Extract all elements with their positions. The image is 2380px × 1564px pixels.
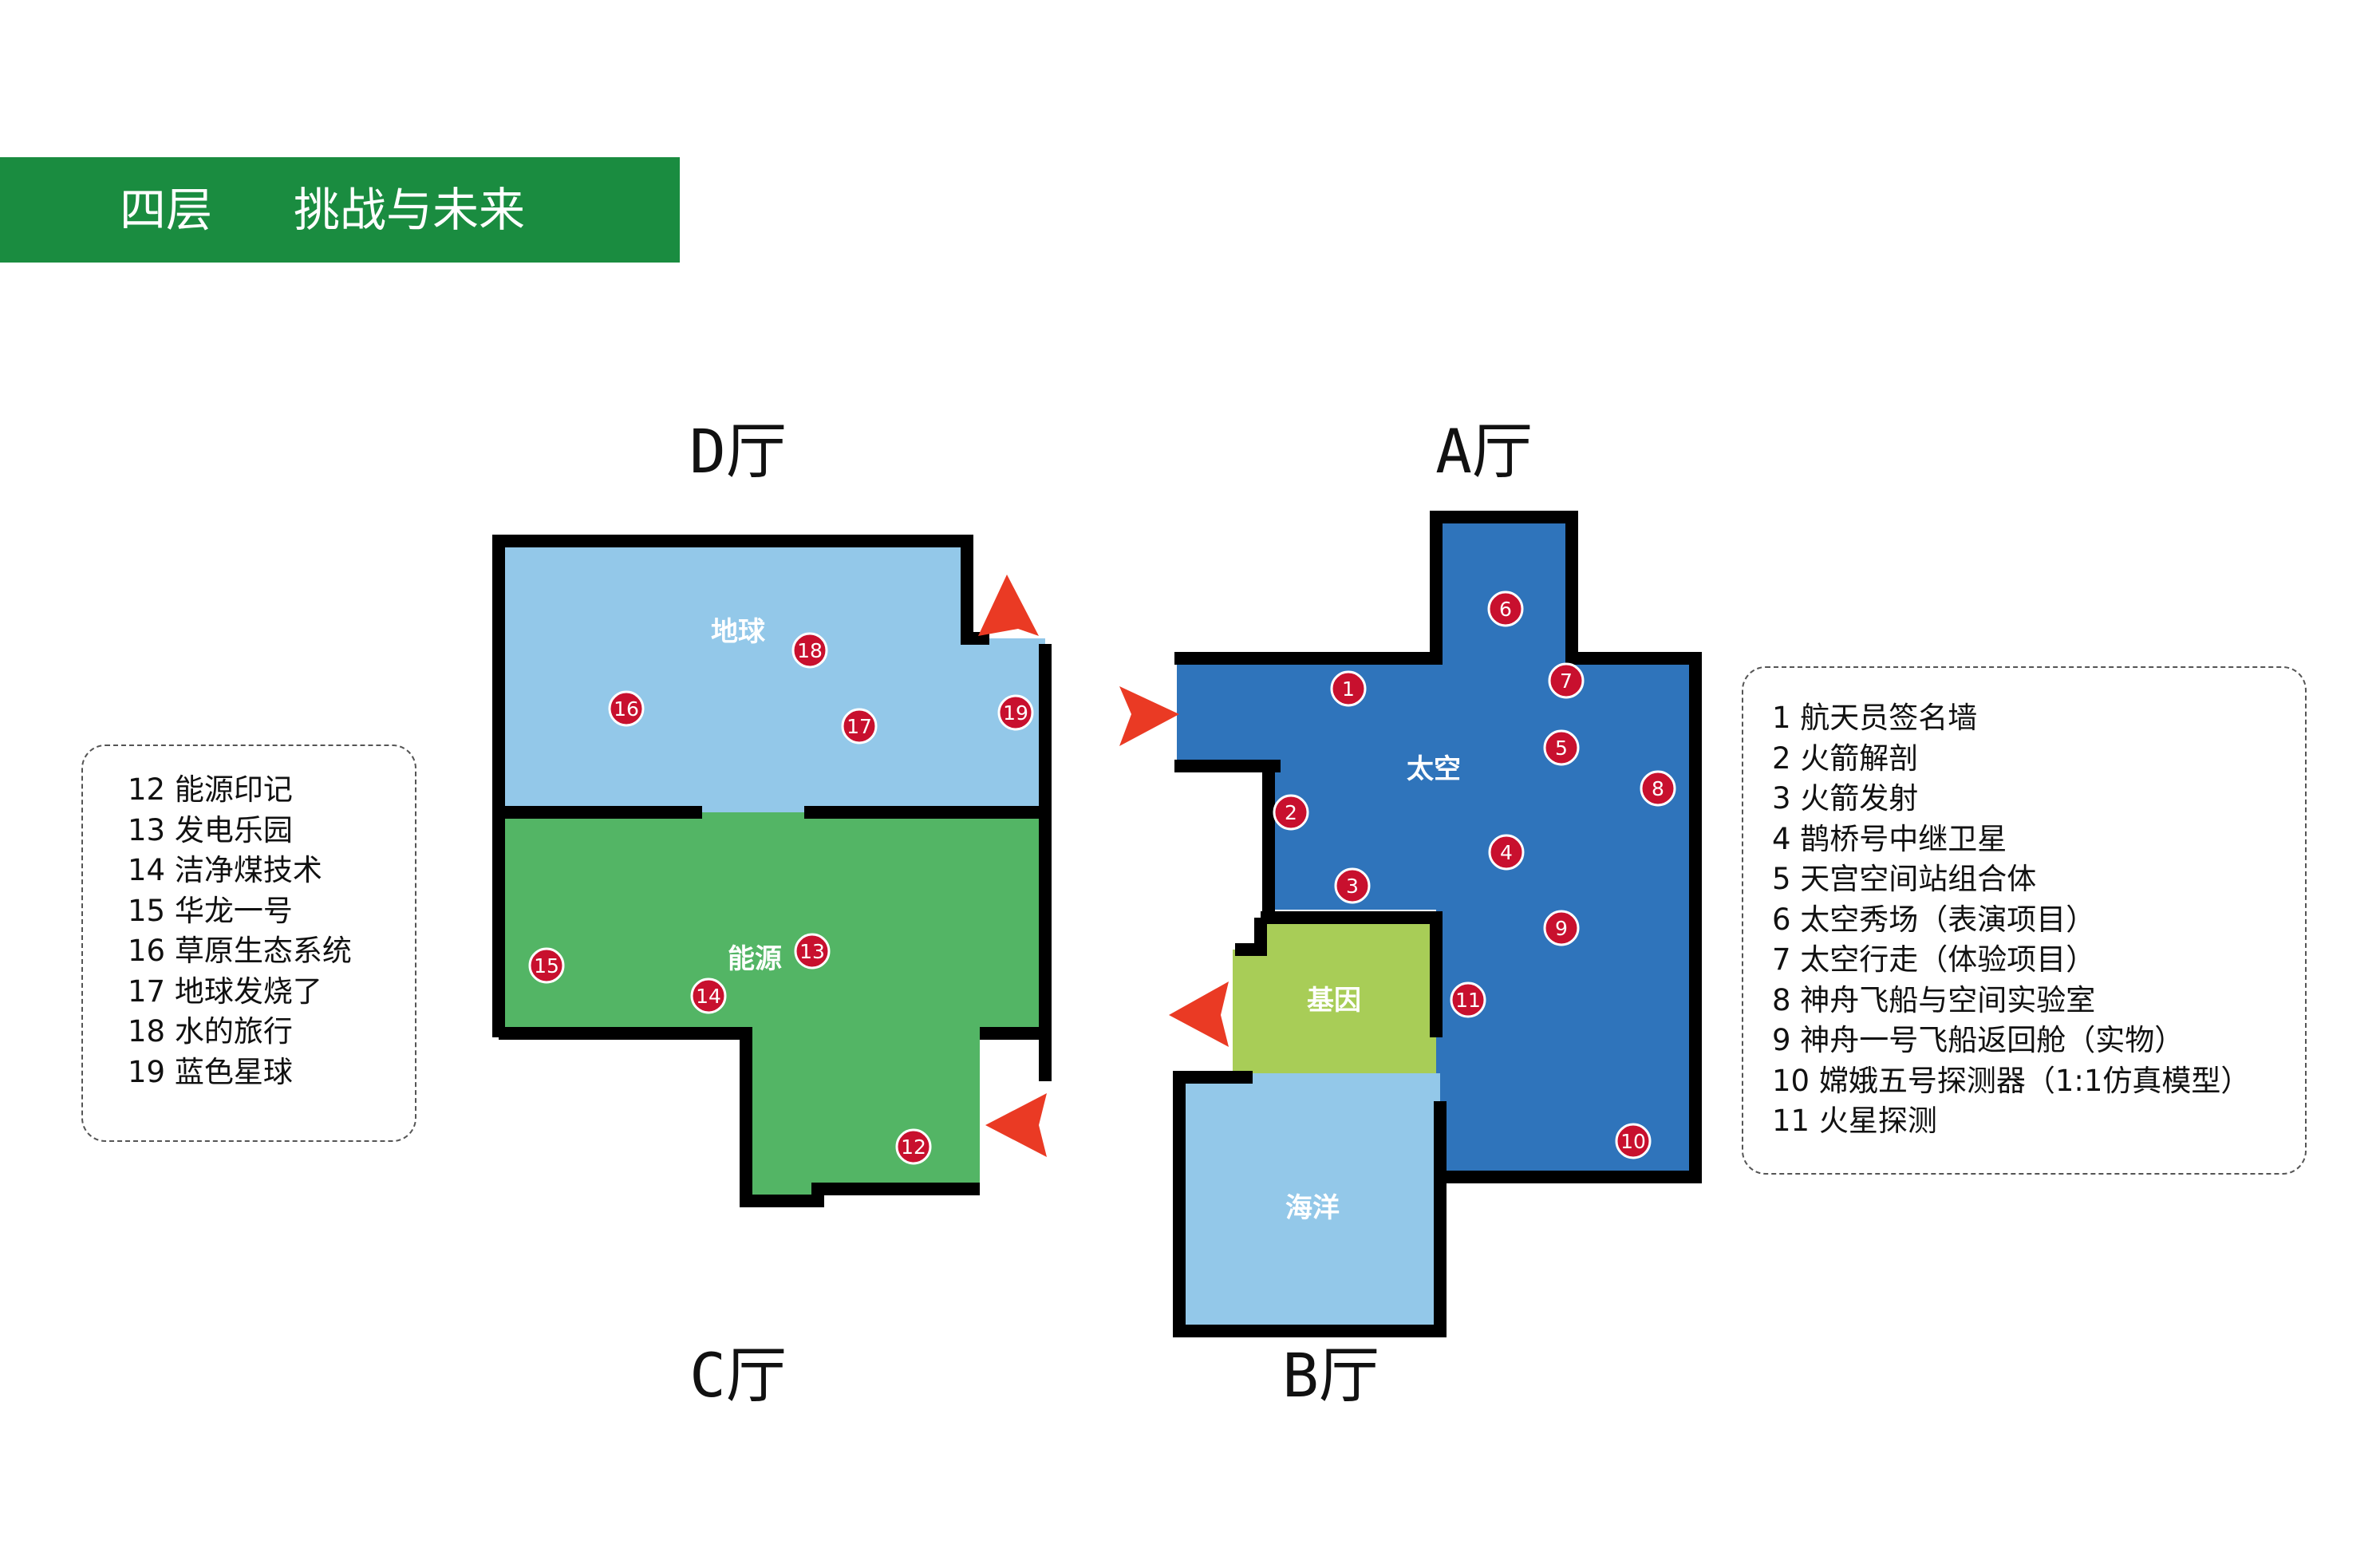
exhibit-marker[interactable]: 7 xyxy=(1548,662,1585,699)
svg-text:7: 7 xyxy=(1560,669,1573,693)
legend-space: 1 航天员签名墙 2 火箭解剖 3 火箭发射 4 鹊桥号中继卫星 5 天宫空间站… xyxy=(1742,666,2307,1175)
svg-text:2: 2 xyxy=(1285,801,1297,824)
exhibit-marker[interactable]: 4 xyxy=(1488,834,1525,871)
svg-text:18: 18 xyxy=(797,639,823,662)
exhibit-marker[interactable]: 11 xyxy=(1450,981,1486,1018)
legend-item: 18 水的旅行 xyxy=(128,1014,293,1049)
hall-label-c: C厅 xyxy=(689,1340,787,1411)
entrance-arrow-d xyxy=(978,575,1039,636)
legend-item: 17 地球发烧了 xyxy=(128,974,322,1009)
exhibit-marker[interactable]: 10 xyxy=(1615,1123,1652,1159)
zone-label-space: 太空 xyxy=(1407,753,1461,785)
exhibit-marker[interactable]: 15 xyxy=(528,947,565,984)
svg-text:15: 15 xyxy=(534,954,559,978)
zone-label-energy: 能源 xyxy=(728,943,782,975)
legend-item: 15 华龙一号 xyxy=(128,893,293,928)
svg-text:17: 17 xyxy=(847,715,872,738)
walls-right-building xyxy=(1173,511,1702,1337)
legend-item: 5 天宫空间站组合体 xyxy=(1772,862,2037,896)
hall-label-b: B厅 xyxy=(1282,1340,1379,1411)
svg-text:4: 4 xyxy=(1500,841,1513,864)
zone-earth xyxy=(499,541,1045,812)
exhibit-marker[interactable]: 14 xyxy=(690,978,727,1014)
legend-item: 9 神舟一号飞船返回舱（实物） xyxy=(1772,1023,2185,1057)
svg-text:10: 10 xyxy=(1620,1130,1646,1153)
zone-energy xyxy=(499,812,1045,1201)
walls-left-building xyxy=(492,535,1052,1207)
legend-item: 14 洁净煤技术 xyxy=(128,853,322,887)
svg-text:9: 9 xyxy=(1555,917,1568,940)
legend-item: 3 火箭发射 xyxy=(1772,781,1919,816)
legend-item: 6 太空秀场（表演项目） xyxy=(1772,902,2096,937)
zone-label-gene: 基因 xyxy=(1307,985,1361,1017)
exhibit-marker[interactable]: 2 xyxy=(1273,794,1309,831)
legend-item: 19 蓝色星球 xyxy=(128,1054,293,1089)
svg-text:8: 8 xyxy=(1652,777,1664,800)
exhibit-marker[interactable]: 19 xyxy=(997,694,1034,731)
legend-item: 1 航天员签名墙 xyxy=(1772,701,1978,735)
entrance-arrow-c xyxy=(985,1093,1047,1157)
entrance-arrows xyxy=(978,575,1229,1157)
exhibit-marker[interactable]: 3 xyxy=(1334,867,1371,904)
svg-text:14: 14 xyxy=(696,985,721,1008)
legend-item: 10 嫦娥五号探测器（1:1仿真模型） xyxy=(1772,1063,2251,1098)
exhibit-marker[interactable]: 13 xyxy=(794,933,831,970)
zone-label-ocean: 海洋 xyxy=(1285,1192,1340,1224)
svg-text:16: 16 xyxy=(614,697,639,721)
legend-item: 12 能源印记 xyxy=(128,772,293,807)
legend-item: 2 火箭解剖 xyxy=(1772,741,1919,776)
exhibit-marker[interactable]: 6 xyxy=(1487,590,1524,627)
legend-item: 13 发电乐园 xyxy=(128,812,293,847)
legend-item: 8 神舟飞船与空间实验室 xyxy=(1772,982,2096,1017)
zone-gene xyxy=(1233,914,1436,1081)
exhibit-marker[interactable]: 9 xyxy=(1543,910,1580,946)
hall-label-a: A厅 xyxy=(1435,416,1533,487)
svg-text:3: 3 xyxy=(1346,875,1359,898)
floor-label: 四层 xyxy=(120,183,213,237)
exhibit-marker[interactable]: 16 xyxy=(608,690,645,727)
exhibit-marker[interactable]: 18 xyxy=(791,632,828,669)
legend-item: 16 草原生态系统 xyxy=(128,934,352,968)
svg-text:5: 5 xyxy=(1555,737,1568,760)
exhibit-marker[interactable]: 12 xyxy=(895,1128,932,1165)
zone-label-earth: 地球 xyxy=(711,616,766,648)
svg-text:12: 12 xyxy=(901,1135,926,1159)
svg-text:11: 11 xyxy=(1455,989,1481,1012)
legend-item: 7 太空行走（体验项目） xyxy=(1772,942,2096,977)
hall-label-d: D厅 xyxy=(689,416,787,487)
svg-text:6: 6 xyxy=(1499,598,1512,621)
legend-item: 11 火星探测 xyxy=(1772,1104,1937,1138)
exhibit-marker[interactable]: 8 xyxy=(1640,770,1676,807)
floor-banner: 四层 挑战与未来 xyxy=(0,157,680,263)
svg-text:13: 13 xyxy=(799,940,825,963)
legend-item: 4 鹊桥号中继卫星 xyxy=(1772,821,2007,856)
exhibit-marker[interactable]: 1 xyxy=(1330,670,1367,707)
exhibit-marker[interactable]: 17 xyxy=(841,708,878,744)
zone-ocean xyxy=(1179,1073,1440,1329)
svg-text:1: 1 xyxy=(1342,677,1355,701)
floor-title: 挑战与未来 xyxy=(294,183,526,237)
legend-energy-earth: 12 能源印记 13 发电乐园 14 洁净煤技术 15 华龙一号 16 草原生态… xyxy=(81,744,416,1142)
entrance-arrow-a xyxy=(1119,686,1179,746)
svg-text:19: 19 xyxy=(1003,701,1028,725)
entrance-arrow-b xyxy=(1169,981,1229,1047)
exhibit-marker[interactable]: 5 xyxy=(1543,729,1580,766)
